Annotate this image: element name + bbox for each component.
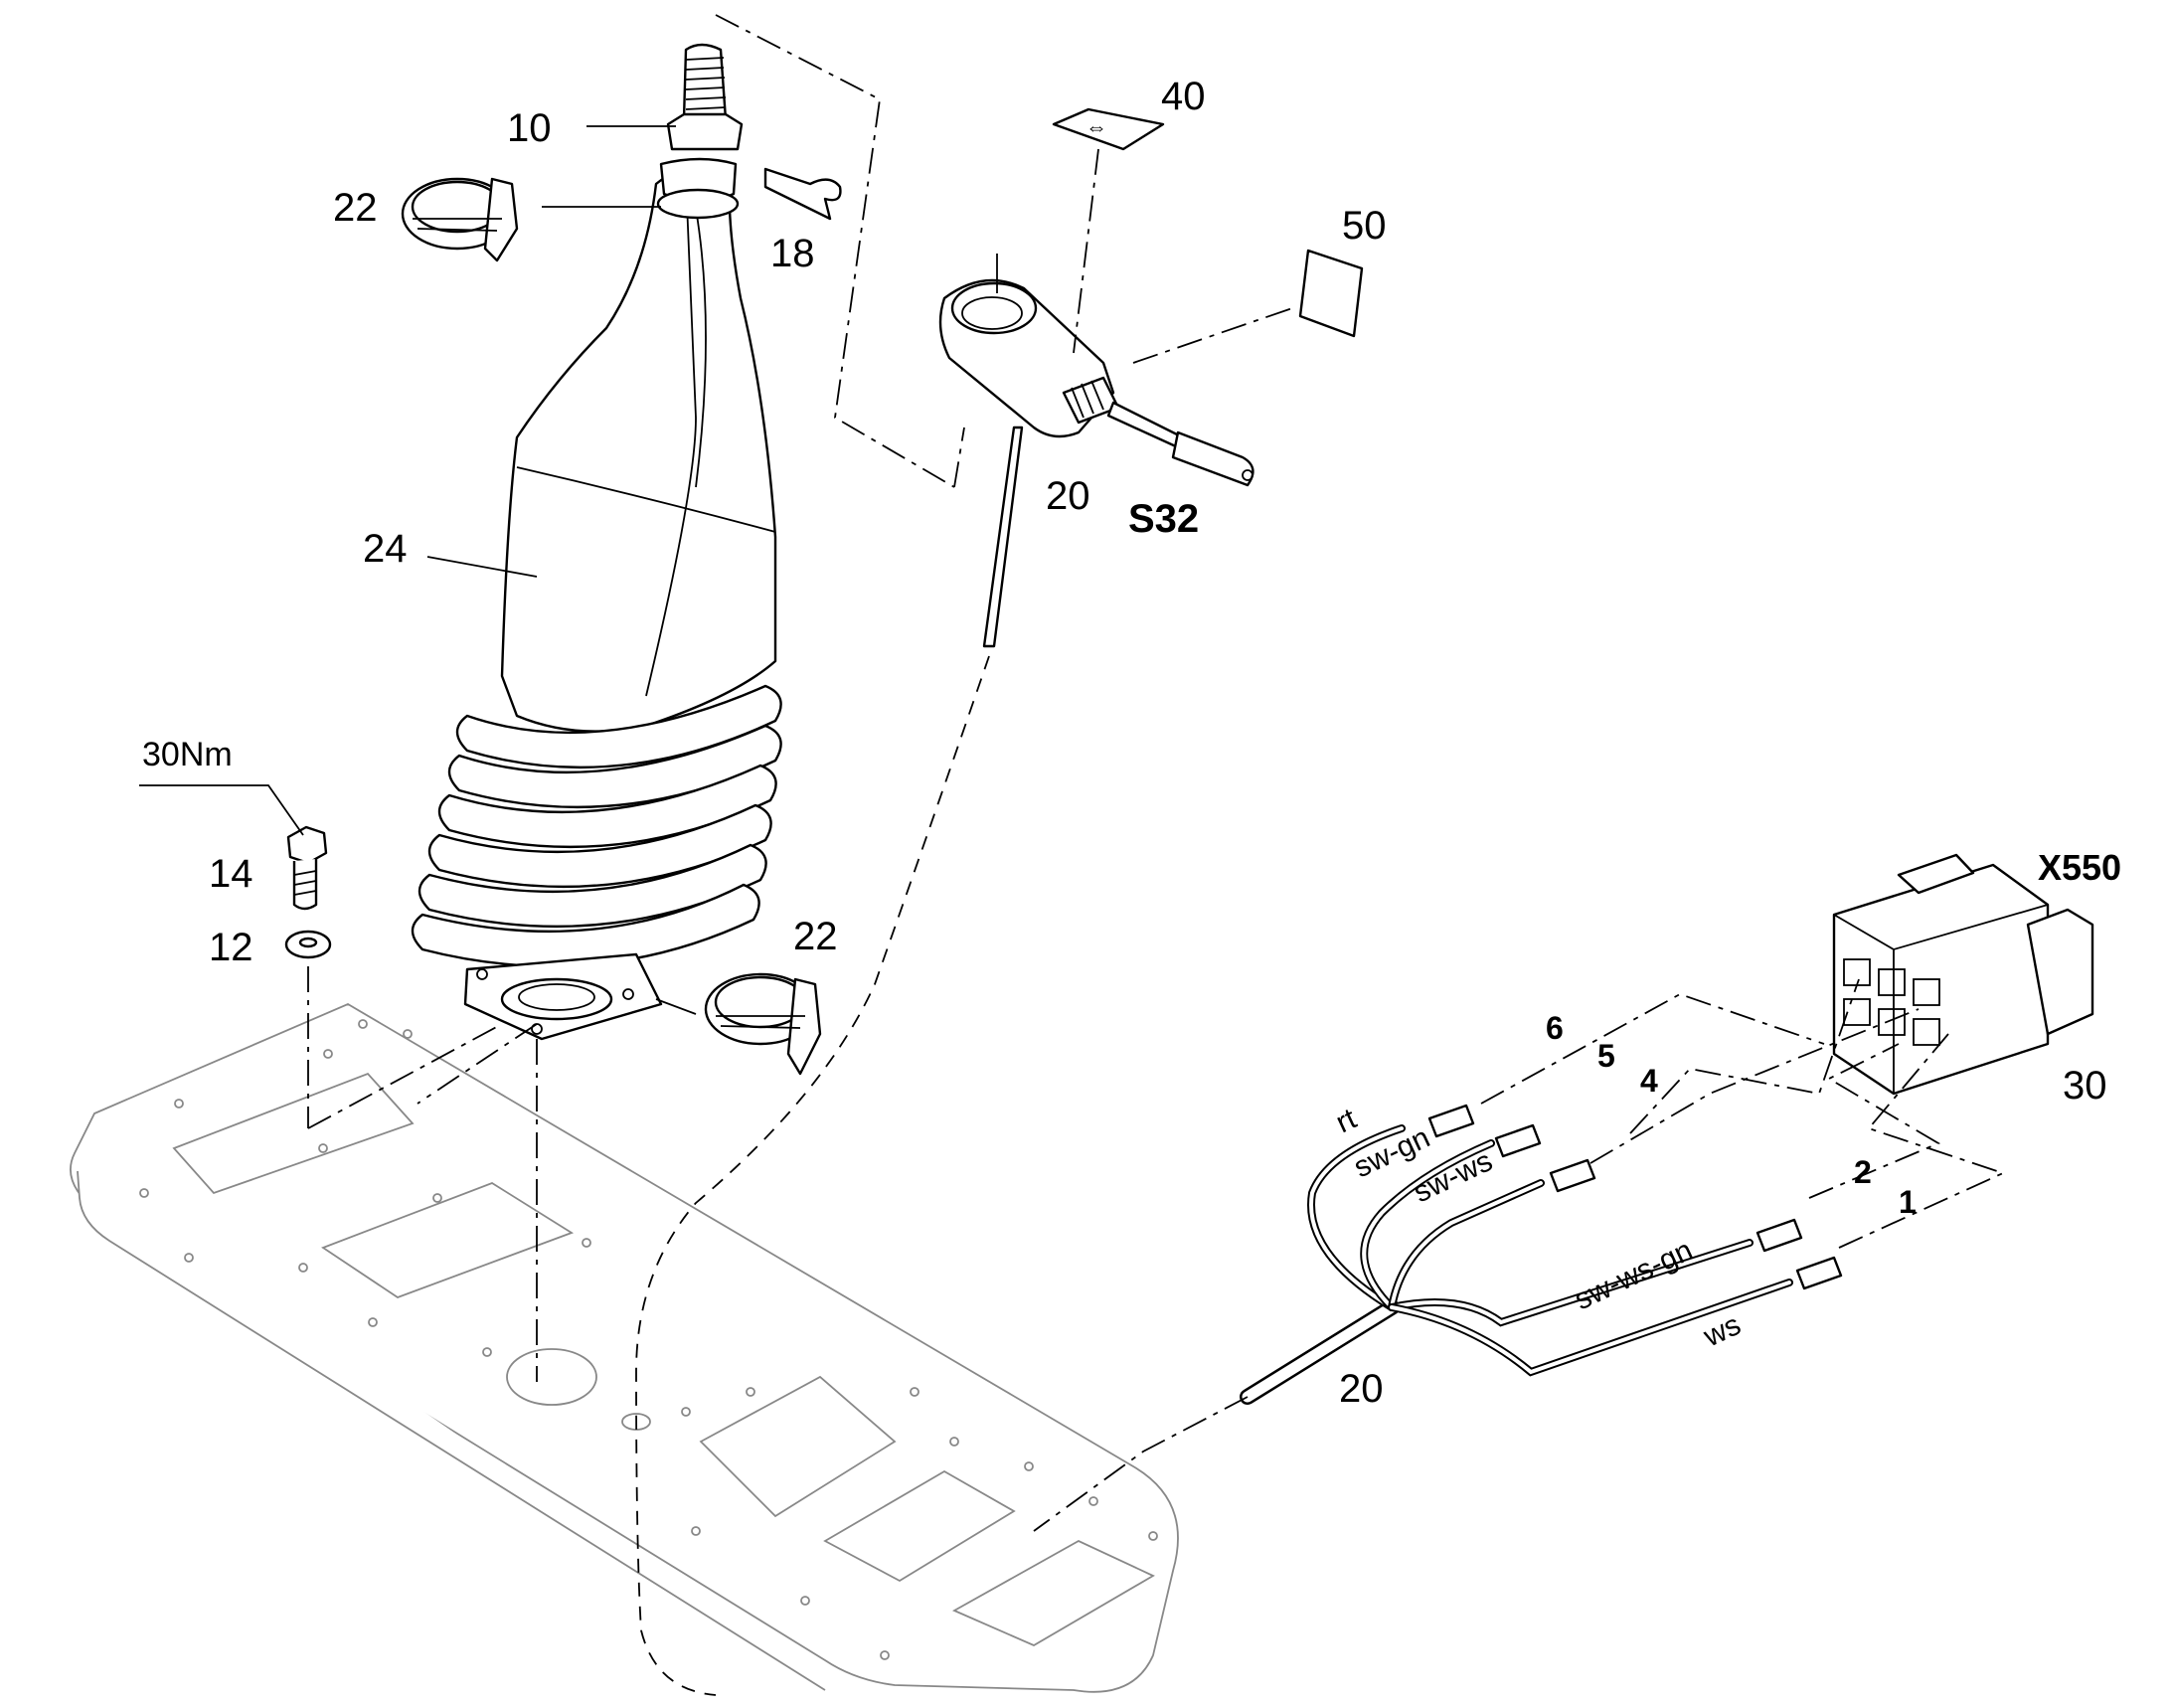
label-sticker-40: ⇔ (1052, 107, 1165, 151)
callout-40: 40 (1161, 75, 1206, 118)
callout-18: 18 (770, 232, 815, 275)
pin-2: 2 (1854, 1154, 1872, 1190)
hose-clamp-bottom (704, 972, 822, 1076)
clip (763, 167, 842, 221)
cable-harness (1240, 1104, 1843, 1405)
callout-10: 10 (507, 106, 552, 150)
callout-20-cable: 20 (1339, 1367, 1384, 1411)
callout-22-top: 22 (333, 186, 378, 230)
wire-sw-ws-gn: sw-ws-gn (1570, 1234, 1698, 1316)
callout-20-switch: 20 (1046, 474, 1090, 518)
pin-1: 1 (1899, 1184, 1917, 1220)
torque-label: 30Nm (142, 736, 233, 773)
pin-4: 4 (1640, 1063, 1658, 1099)
label-sticker-50 (1298, 249, 1364, 338)
gear-lever-boot (411, 164, 782, 1382)
mounting-plate (70, 1002, 1179, 1693)
pin-6: 6 (1546, 1010, 1564, 1046)
callout-24: 24 (363, 527, 408, 571)
lever-shaft (656, 43, 744, 220)
callout-30: 30 (2063, 1064, 2107, 1108)
wire-rt: rt (1331, 1102, 1362, 1139)
connector-housing (1832, 853, 2094, 1096)
callout-12: 12 (209, 926, 253, 969)
bolt (286, 825, 328, 911)
column-switch (938, 254, 1254, 648)
hose-clamp-top (401, 177, 519, 262)
svg-text:⇔: ⇔ (1086, 114, 1107, 139)
washer (284, 930, 332, 959)
switch-designation: S32 (1128, 497, 1199, 541)
callout-14: 14 (209, 852, 253, 896)
callout-50: 50 (1342, 204, 1387, 248)
connector-designation: X550 (2038, 847, 2121, 888)
pin-5: 5 (1597, 1038, 1615, 1074)
callout-22-bottom: 22 (793, 915, 838, 958)
